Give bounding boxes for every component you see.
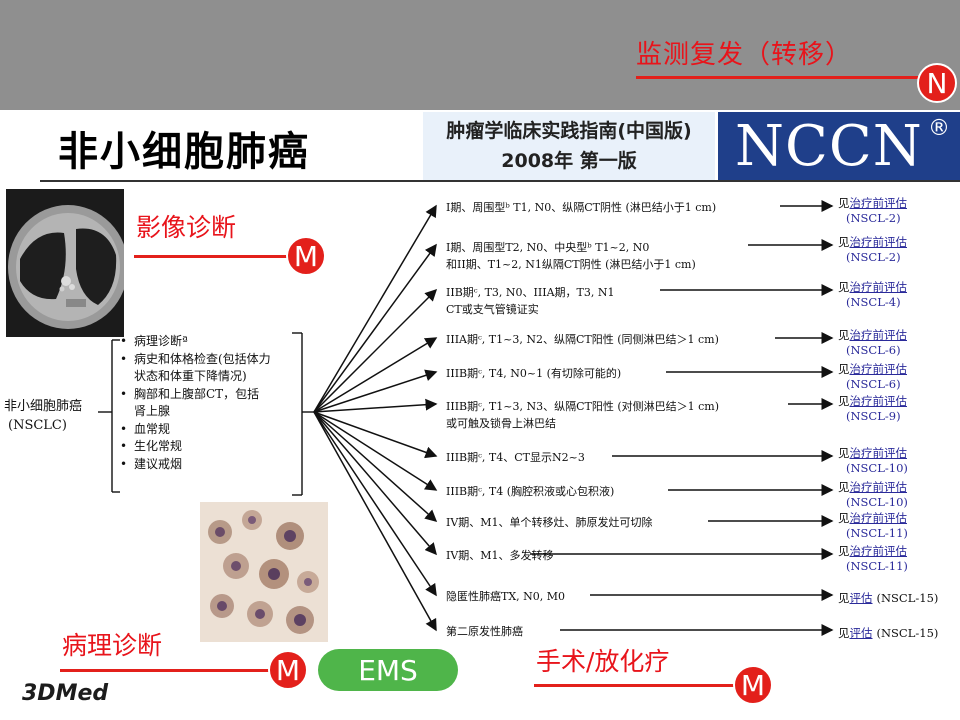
reference-code: (NSCL-10) (838, 495, 908, 510)
stage-item: IV期、M1、单个转移灶、肺原发灶可切除 (446, 514, 653, 531)
reference-prefix: 见 (838, 480, 850, 494)
reference-prefix: 见 (838, 544, 850, 558)
reference-prefix: 见 (838, 328, 850, 342)
stage-line: IIIA期ᶜ, T1~3, N2、纵隔CT阳性 (同侧淋巴结＞1 cm) (446, 331, 719, 348)
reference-link[interactable]: 见治疗前评估(NSCL-6) (838, 328, 907, 358)
reference-prefix: 见 (838, 394, 850, 408)
reference-code: (NSCL-2) (838, 211, 907, 226)
reference-code: (NSCL-9) (838, 409, 907, 424)
stage-line: IV期、M1、多发转移 (446, 547, 554, 564)
stage-item: IIIB期ᶜ, T4 (胸腔积液或心包积液) (446, 483, 614, 500)
stage-line: I期、周围型T2, N0、中央型ᵇ T1~2, N0 (446, 239, 696, 256)
reference-prefix: 见 (838, 235, 850, 249)
pathology-image (200, 502, 328, 642)
reference-link[interactable]: 见治疗前评估(NSCL-2) (838, 196, 907, 226)
reference-link[interactable]: 见评估 (NSCL-15) (838, 591, 938, 606)
stage-line: IIIB期ᶜ, T4, N0~1 (有切除可能的) (446, 365, 621, 382)
stage-line: IIIB期ᶜ, T4 (胸腔积液或心包积液) (446, 483, 614, 500)
reference-link-text[interactable]: 评估 (850, 591, 873, 605)
3dmed-logo: 3DMed (22, 681, 108, 706)
reference-link-text[interactable]: 治疗前评估 (850, 235, 908, 249)
stage-item: IIIB期ᶜ, T4、CT显示N2~3 (446, 449, 585, 466)
flow-arrow (314, 412, 436, 630)
stage-line: 和II期、T1~2, N1纵隔CT阴性 (淋巴结小于1 cm) (446, 256, 696, 273)
stage-line: IIB期ᶜ, T3, N0、IIIA期，T3, N1 (446, 284, 614, 301)
stage-item: 第二原发性肺癌 (446, 623, 523, 640)
stage-item: IIB期ᶜ, T3, N0、IIIA期，T3, N1CT或支气管镜证实 (446, 284, 614, 318)
reference-code: (NSCL-11) (838, 526, 908, 541)
flow-arrow (314, 404, 436, 412)
reference-prefix: 见 (838, 511, 850, 525)
reference-link-text[interactable]: 治疗前评估 (850, 328, 908, 342)
reference-link[interactable]: 见治疗前评估(NSCL-10) (838, 480, 908, 510)
stage-line: 第二原发性肺癌 (446, 623, 523, 640)
stage-line: IV期、M1、单个转移灶、肺原发灶可切除 (446, 514, 653, 531)
stage-item: I期、周围型ᵇ T1, N0、纵隔CT阴性 (淋巴结小于1 cm) (446, 199, 716, 216)
stage-item: 隐匿性肺癌TX, N0, M0 (446, 588, 565, 605)
reference-code: (NSCL-6) (838, 343, 907, 358)
stage-line: IIIB期ᶜ, T1~3, N3、纵隔CT阳性 (对侧淋巴结＞1 cm) (446, 398, 719, 415)
reference-link-text[interactable]: 治疗前评估 (850, 446, 908, 460)
reference-link-text[interactable]: 治疗前评估 (850, 280, 908, 294)
reference-code: (NSCL-6) (838, 377, 907, 392)
stage-item: IIIB期ᶜ, T4, N0~1 (有切除可能的) (446, 365, 621, 382)
reference-link-text[interactable]: 治疗前评估 (850, 480, 908, 494)
reference-prefix: 见 (838, 280, 850, 294)
reference-link[interactable]: 见治疗前评估(NSCL-11) (838, 544, 908, 574)
reference-code: (NSCL-11) (838, 559, 908, 574)
flow-arrow (314, 338, 436, 412)
reference-code: (NSCL-4) (838, 295, 907, 310)
stage-line: I期、周围型ᵇ T1, N0、纵隔CT阴性 (淋巴结小于1 cm) (446, 199, 716, 216)
reference-link[interactable]: 见治疗前评估(NSCL-6) (838, 362, 907, 392)
surgery-underline (534, 684, 744, 687)
reference-link[interactable]: 见治疗前评估(NSCL-11) (838, 511, 908, 541)
reference-link[interactable]: 见治疗前评估(NSCL-2) (838, 235, 907, 265)
reference-prefix: 见 (838, 362, 850, 376)
stage-line: IIIB期ᶜ, T4、CT显示N2~3 (446, 449, 585, 466)
badge-m-pathology[interactable]: M (268, 650, 308, 690)
reference-link[interactable]: 见治疗前评估(NSCL-9) (838, 394, 907, 424)
reference-link-text[interactable]: 治疗前评估 (850, 544, 908, 558)
reference-link-text[interactable]: 评估 (850, 626, 873, 640)
reference-code: (NSCL-15) (877, 591, 939, 605)
badge-m-treatment[interactable]: M (733, 665, 773, 705)
stage-item: IV期、M1、多发转移 (446, 547, 554, 564)
reference-prefix: 见 (838, 626, 850, 640)
flow-arrow (314, 372, 436, 412)
reference-prefix: 见 (838, 446, 850, 460)
stage-line: 或可触及锁骨上淋巴结 (446, 415, 719, 432)
reference-code: (NSCL-15) (877, 626, 939, 640)
reference-code: (NSCL-10) (838, 461, 908, 476)
reference-link-text[interactable]: 治疗前评估 (850, 511, 908, 525)
stage-item: IIIB期ᶜ, T1~3, N3、纵隔CT阳性 (对侧淋巴结＞1 cm)或可触及… (446, 398, 719, 432)
reference-code: (NSCL-2) (838, 250, 907, 265)
reference-link[interactable]: 见治疗前评估(NSCL-10) (838, 446, 908, 476)
stage-item: IIIA期ᶜ, T1~3, N2、纵隔CT阳性 (同侧淋巴结＞1 cm) (446, 331, 719, 348)
reference-link[interactable]: 见评估 (NSCL-15) (838, 626, 938, 641)
flow-arrow (314, 245, 436, 412)
ems-button[interactable]: EMS (318, 649, 458, 691)
pathology-underline (60, 669, 282, 672)
reference-link-text[interactable]: 治疗前评估 (850, 394, 908, 408)
flow-arrow (314, 412, 436, 595)
reference-prefix: 见 (838, 591, 850, 605)
surgery-chemo-label: 手术/放化疗 (536, 642, 669, 678)
flow-arrow (314, 412, 436, 490)
reference-link-text[interactable]: 治疗前评估 (850, 196, 908, 210)
reference-prefix: 见 (838, 196, 850, 210)
pathology-diagnosis-label: 病理诊断 (62, 626, 162, 662)
reference-link-text[interactable]: 治疗前评估 (850, 362, 908, 376)
stage-line: CT或支气管镜证实 (446, 301, 614, 318)
stage-line: 隐匿性肺癌TX, N0, M0 (446, 588, 565, 605)
reference-link[interactable]: 见治疗前评估(NSCL-4) (838, 280, 907, 310)
